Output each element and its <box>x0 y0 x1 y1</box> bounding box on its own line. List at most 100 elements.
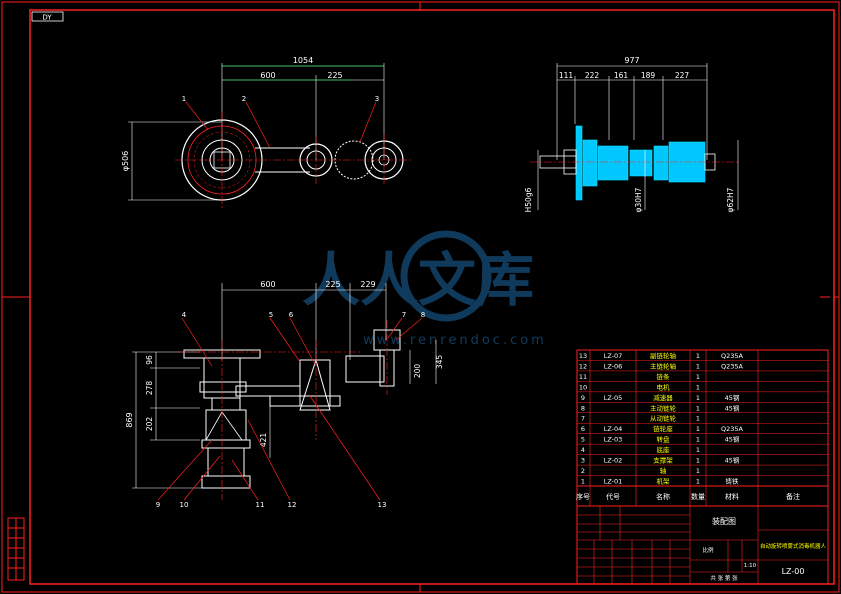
top-view: 1054 600 225 φ506 1 <box>121 56 412 208</box>
bom-cell-mat: 45钢 <box>725 457 740 465</box>
front-dim-869: 869 <box>125 412 134 427</box>
bom-cell-name: 主链轮轴 <box>650 361 677 370</box>
callout-10: 10 <box>180 501 189 509</box>
bom-cell-qty: 1 <box>696 394 700 402</box>
front-dim-96: 96 <box>145 355 154 365</box>
bom-cell-name: 轴 <box>660 466 667 475</box>
watermark-url: www.renrendoc.com <box>363 333 547 348</box>
bom-cell-no: 12 <box>579 362 587 370</box>
dim-225: 225 <box>327 71 342 80</box>
bom-cell-no: 7 <box>581 415 585 423</box>
front-view: 600 225 229 96 278 202 869 421 200 345 <box>125 280 444 509</box>
bom-cell-mat: 45钢 <box>725 394 740 402</box>
callout-13: 13 <box>378 501 387 509</box>
bom-cell-qty: 1 <box>696 415 700 423</box>
bom-cell-name: 转盘 <box>657 435 671 444</box>
fit-phi30h7: φ30H7 <box>634 187 643 212</box>
stamp-label: DY <box>42 14 52 22</box>
title-block: 装配图 自动旋转喷雾式消毒机器人 LZ-00 比例 1:10 共 张 第 张 <box>576 505 829 585</box>
bom-cell-name: 电机 <box>657 382 671 391</box>
callout-8: 8 <box>421 311 425 319</box>
bom-header-remark: 备注 <box>786 492 800 501</box>
dim-977: 977 <box>624 56 639 65</box>
front-dim-278: 278 <box>145 381 154 396</box>
bom-cell-name: 链轮座 <box>653 424 673 433</box>
front-dim-200: 200 <box>413 364 422 379</box>
sheet-count: 共 张 第 张 <box>710 574 738 582</box>
bom-cell-name: 链条 <box>657 372 671 381</box>
bom-cell-name: 支撑架 <box>653 456 673 465</box>
bom-cell-no: 8 <box>581 404 585 412</box>
bom-cell-qty: 1 <box>696 373 700 381</box>
bom-cell-qty: 1 <box>696 362 700 370</box>
front-dim-421: 421 <box>259 433 268 448</box>
bom-cell-qty: 1 <box>696 425 700 433</box>
callout-5: 5 <box>269 311 273 319</box>
bom-cell-code: LZ-06 <box>604 362 623 370</box>
dim-222: 222 <box>585 71 600 80</box>
side-view: 977 111 222 161 189 227 H50g6 φ30H7 φ6 <box>524 56 740 212</box>
bom-cell-code: LZ-02 <box>604 457 623 465</box>
bom-cell-name: 主动链轮 <box>650 403 677 412</box>
bom-cell-no: 13 <box>579 352 587 360</box>
bom-cell-no: 4 <box>581 446 585 454</box>
front-dim-345: 345 <box>435 355 444 370</box>
bom-cell-no: 9 <box>581 394 585 402</box>
bom-cell-no: 10 <box>579 383 587 391</box>
bom-cell-name: 副链轮轴 <box>650 351 677 360</box>
bom-cell-mat: Q235A <box>721 352 744 360</box>
bom-cell-mat: Q235A <box>721 425 744 433</box>
watermark: 人人文库 www.renrendoc.com <box>302 230 547 348</box>
bom-cell-mat: 45钢 <box>725 436 740 444</box>
drawing-title: 装配图 <box>712 516 736 526</box>
callout-12: 12 <box>288 501 297 509</box>
callout-7: 7 <box>402 311 406 319</box>
bom-cell-code: LZ-01 <box>604 478 623 486</box>
bom-cell-no: 1 <box>581 478 585 486</box>
bom-cell-qty: 1 <box>696 467 700 475</box>
bom-cell-code: LZ-03 <box>604 436 623 444</box>
callout-11: 11 <box>256 501 265 509</box>
callout-4: 4 <box>182 311 187 319</box>
bom-cell-code: LZ-04 <box>604 425 623 433</box>
fit-phi62h7: φ62H7 <box>726 187 735 212</box>
bom-cell-qty: 1 <box>696 436 700 444</box>
front-dim-600: 600 <box>260 280 275 289</box>
bom-cell-mat: 45钢 <box>725 404 740 412</box>
callout-6: 6 <box>289 311 294 319</box>
dim-600: 600 <box>260 71 275 80</box>
bom-cell-code: LZ-05 <box>604 394 623 402</box>
bom-cell-no: 3 <box>581 457 585 465</box>
bom-cell-mat: Q235A <box>721 362 744 370</box>
bom-header-mat: 材料 <box>725 492 739 501</box>
bom-cell-no: 11 <box>579 373 587 381</box>
bom-cell-name: 从动链轮 <box>650 414 677 423</box>
bom-cell-name: 机架 <box>657 477 671 486</box>
product-name: 自动旋转喷雾式消毒机器人 <box>760 542 827 550</box>
bom-cell-qty: 1 <box>696 404 700 412</box>
dim-189: 189 <box>641 71 656 80</box>
dim-overall-1054: 1054 <box>293 56 313 65</box>
bom-cell-mat: 铸铁 <box>726 477 740 486</box>
dim-161: 161 <box>614 71 629 80</box>
callout-9: 9 <box>156 501 160 509</box>
scale-label: 比例 <box>702 546 714 554</box>
front-dim-202: 202 <box>145 417 154 432</box>
bom-cell-qty: 1 <box>696 478 700 486</box>
bom-cell-qty: 1 <box>696 446 700 454</box>
bom-header-code: 代号 <box>606 492 620 501</box>
left-edge-strip <box>7 517 25 581</box>
bom-cell-no: 6 <box>581 425 585 433</box>
dim-111: 111 <box>559 71 574 80</box>
drawing-number: LZ-00 <box>782 567 805 576</box>
callout-3: 3 <box>375 95 379 103</box>
front-dim-225: 225 <box>325 280 340 289</box>
dim-227: 227 <box>675 71 690 80</box>
bom-cell-qty: 1 <box>696 457 700 465</box>
bom-cell-name: 减速器 <box>653 393 673 402</box>
stamp-box <box>31 11 64 22</box>
watermark-text: 人人文库 <box>302 246 534 314</box>
